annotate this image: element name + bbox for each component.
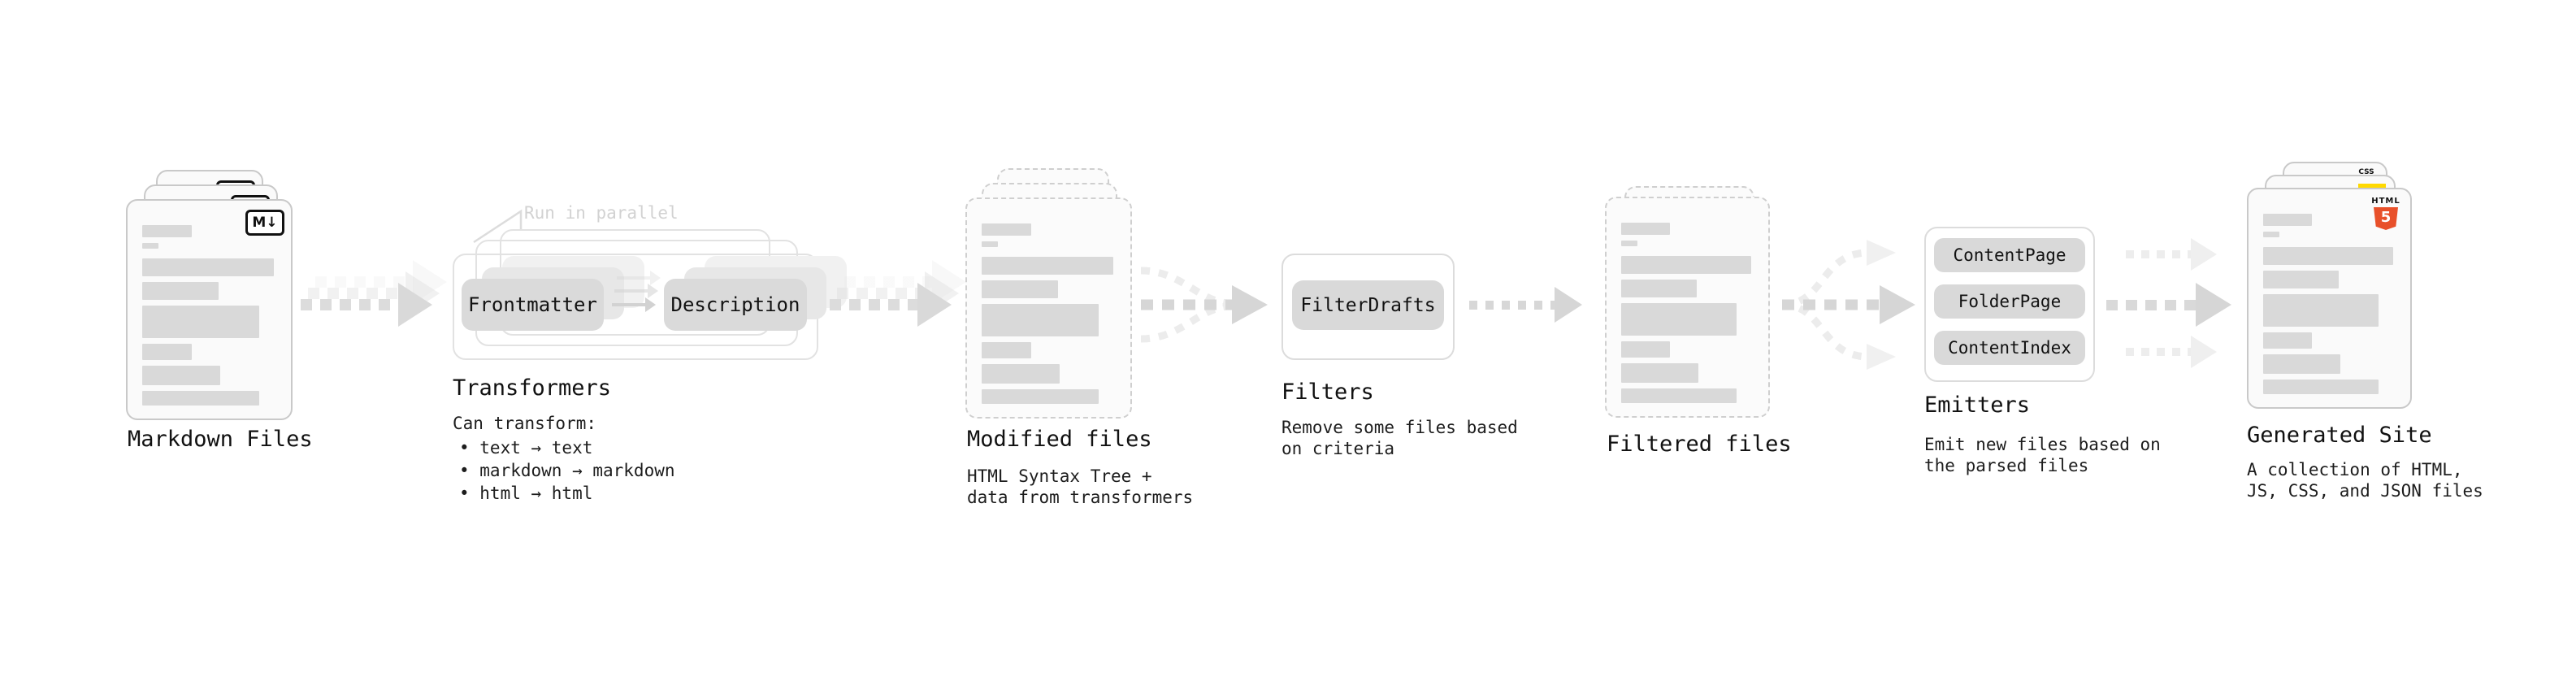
arrow-icon bbox=[830, 283, 952, 327]
document-placeholder-bars bbox=[2249, 189, 2410, 394]
stage-label-emitters: Emitters bbox=[1924, 393, 2031, 418]
document-placeholder-bars bbox=[1607, 198, 1768, 403]
annotation-leader-line bbox=[473, 209, 523, 244]
transformers-bullet: • markdown → markdown bbox=[459, 461, 675, 480]
modified-files-desc-line2: data from transformers bbox=[967, 488, 1194, 507]
arrow-icon bbox=[301, 283, 432, 327]
generated-desc-line1: A collection of HTML, bbox=[2247, 460, 2463, 479]
stage-label-filters: Filters bbox=[1281, 380, 1374, 405]
transformers-bullet: • html → html bbox=[459, 484, 593, 503]
document-placeholder-bars bbox=[128, 201, 291, 406]
stage-label-markdown-files: Markdown Files bbox=[128, 427, 313, 452]
emitter-folderpage: FolderPage bbox=[1934, 284, 2085, 319]
mini-arrow-icon bbox=[617, 271, 661, 285]
transformers-description: Can transform: bbox=[453, 414, 597, 433]
document-placeholder-bars bbox=[967, 199, 1130, 404]
filter-filterdrafts: FilterDrafts bbox=[1292, 280, 1444, 330]
emitter-contentindex: ContentIndex bbox=[1934, 331, 2085, 365]
filtered-file-card-front bbox=[1605, 197, 1770, 418]
arrow-filtered-to-emitters bbox=[1781, 240, 1915, 370]
mini-arrow-icon bbox=[614, 284, 658, 298]
html5-icon: HTML 5 bbox=[2371, 197, 2400, 230]
transformers-bullet: • text → text bbox=[459, 438, 593, 458]
run-in-parallel-label: Run in parallel bbox=[524, 203, 679, 223]
stage-label-modified-files: Modified files bbox=[967, 427, 1152, 452]
filters-desc-line2: on criteria bbox=[1281, 439, 1395, 458]
emitters-desc-line1: Emit new files based on bbox=[1924, 435, 2161, 454]
transformer-step-description: Description bbox=[664, 279, 807, 331]
markdown-file-card-front: M↓ bbox=[126, 199, 293, 420]
markdown-icon: M↓ bbox=[245, 210, 284, 236]
arrow-modified-to-filters bbox=[1140, 267, 1268, 343]
modified-files-desc-line1: HTML Syntax Tree + bbox=[967, 466, 1152, 486]
stage-label-transformers: Transformers bbox=[453, 375, 612, 401]
mini-arrow-icon bbox=[612, 297, 656, 312]
stage-label-filtered-files: Filtered files bbox=[1607, 432, 1792, 457]
arrow-ghost bbox=[2126, 336, 2217, 368]
transformer-step-frontmatter: Frontmatter bbox=[462, 279, 604, 331]
arrow-icon bbox=[1469, 287, 1582, 323]
generated-file-card-html: HTML 5 bbox=[2247, 188, 2412, 409]
generated-desc-line2: JS, CSS, and JSON files bbox=[2247, 481, 2483, 501]
arrow-ghost bbox=[2126, 238, 2217, 271]
arrow-icon bbox=[2106, 283, 2231, 327]
emitters-desc-line2: the parsed files bbox=[1924, 456, 2089, 475]
filters-desc-line1: Remove some files based bbox=[1281, 418, 1518, 437]
emitter-contentpage: ContentPage bbox=[1934, 238, 2085, 272]
stage-label-generated-site: Generated Site bbox=[2247, 423, 2432, 448]
modified-file-card-front bbox=[965, 197, 1132, 419]
